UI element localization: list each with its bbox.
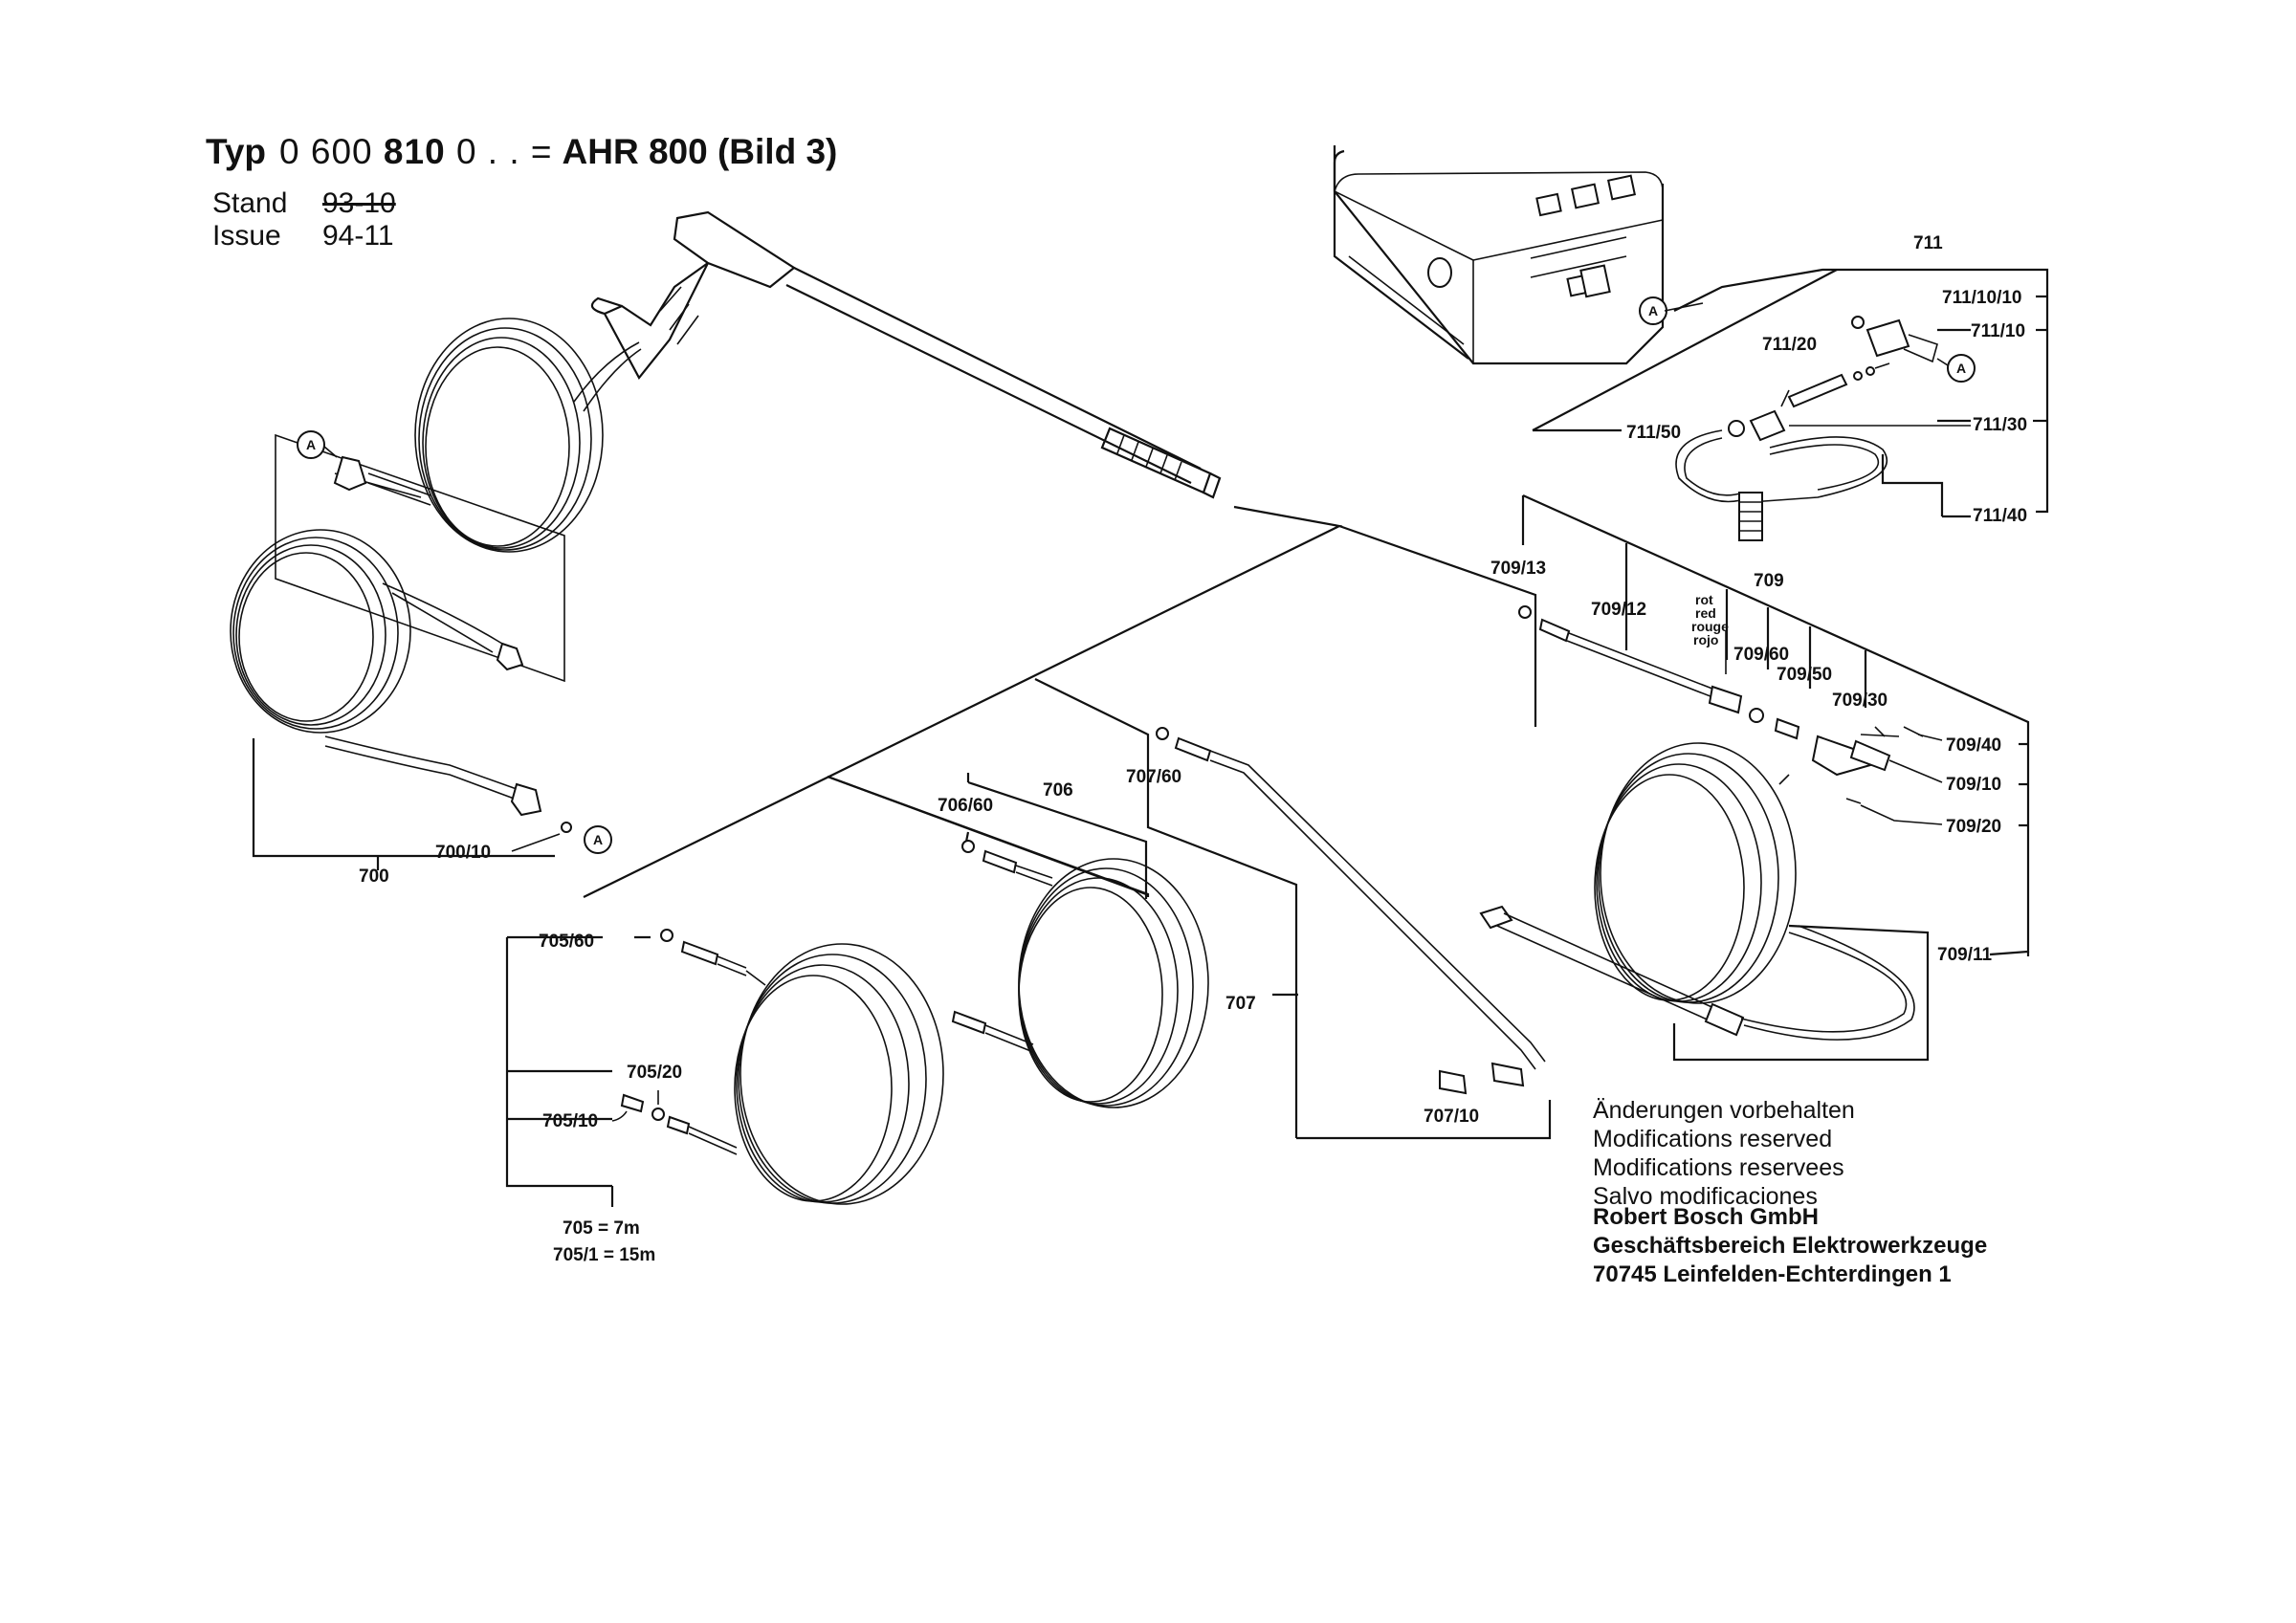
title-prefix: Typ xyxy=(206,132,267,171)
label-707: 707 xyxy=(1225,994,1256,1014)
callout-a-hose-end-letter: A xyxy=(306,437,316,452)
label-705-60: 705/60 xyxy=(539,932,594,952)
label-711-50: 711/50 xyxy=(1626,423,1681,443)
label-705-10: 705/10 xyxy=(542,1111,598,1131)
label-709-11: 709/11 xyxy=(1937,945,1992,965)
title-model: AHR 800 (Bild 3) xyxy=(562,132,838,171)
label-709-10: 709/10 xyxy=(1946,775,2001,795)
note-en: Modifications reserved xyxy=(1593,1126,1833,1152)
label-700-10: 700/10 xyxy=(435,843,491,863)
label-706: 706 xyxy=(1043,780,1073,801)
label-709-60: 709/60 xyxy=(1733,645,1789,665)
stand-line: Stand 93-10 xyxy=(212,187,396,220)
company-name: Robert Bosch GmbH xyxy=(1593,1204,1820,1230)
issue-value: 94-11 xyxy=(322,220,394,252)
assembly-711: A xyxy=(1532,268,2049,541)
label-705-1: 705/1 = 15m xyxy=(553,1245,655,1265)
label-711-20: 711/20 xyxy=(1762,335,1817,355)
issue-label: Issue xyxy=(212,220,281,252)
modification-notes: Änderungen vorbehalten Modifications res… xyxy=(1593,1096,1855,1211)
lance-707 xyxy=(1156,727,1546,1095)
label-709-13: 709/13 xyxy=(1490,559,1546,579)
label-711: 711 xyxy=(1913,233,1943,253)
label-711-10: 711/10 xyxy=(1971,321,2025,341)
gun-hose-coil xyxy=(334,318,642,553)
issue-line: Issue 94-11 xyxy=(212,220,394,252)
assembly-709 xyxy=(1479,493,2030,1062)
leader-tree xyxy=(583,505,1552,1140)
stand-value: 93-10 xyxy=(322,187,396,219)
callout-a-coupling-letter: A xyxy=(1956,361,1966,376)
label-711-30: 711/30 xyxy=(1973,415,2027,435)
diagram-title: Typ 0 600 810 0 . . =AHR 800 (Bild 3) xyxy=(206,132,837,172)
label-707-60: 707/60 xyxy=(1126,767,1181,787)
label-711-10-10: 711/10/10 xyxy=(1942,288,2021,308)
callout-a-hose-letter: A xyxy=(593,832,603,847)
color-note-rouge: rouge xyxy=(1691,619,1729,634)
callout-a-coupling xyxy=(1947,354,1976,383)
note-de: Änderungen vorbehalten xyxy=(1593,1097,1855,1124)
label-705: 705 = 7m xyxy=(563,1218,640,1239)
hose-700: A A xyxy=(230,430,612,870)
label-707-10: 707/10 xyxy=(1424,1107,1479,1127)
stand-label: Stand xyxy=(212,187,288,219)
machine-unit xyxy=(1333,145,1665,365)
callout-a-hose-end xyxy=(297,430,325,459)
label-709-12: 709/12 xyxy=(1591,600,1646,620)
spray-gun xyxy=(590,210,1222,499)
label-709-40: 709/40 xyxy=(1946,735,2001,756)
title-number: 0 600 810 0 . . = xyxy=(279,132,553,171)
label-709-30: 709/30 xyxy=(1832,691,1888,711)
label-705-20: 705/20 xyxy=(627,1063,682,1083)
color-note-rot: rot xyxy=(1695,592,1713,607)
hose-705 xyxy=(505,929,944,1207)
label-709-50: 709/50 xyxy=(1777,665,1832,685)
label-709-20: 709/20 xyxy=(1946,817,2001,837)
color-note-red: red xyxy=(1695,605,1716,621)
callout-a-machine-letter: A xyxy=(1648,303,1658,318)
note-fr: Modifications reservees xyxy=(1593,1154,1844,1181)
color-note-rojo: rojo xyxy=(1693,632,1718,647)
company-address: Robert Bosch GmbH Geschäftsbereich Elekt… xyxy=(1593,1203,1987,1289)
company-city: 70745 Leinfelden-Echterdingen 1 xyxy=(1593,1261,1952,1287)
label-709: 709 xyxy=(1754,571,1784,591)
hose-706 xyxy=(951,773,1209,1108)
callout-a-hose xyxy=(584,825,612,854)
label-706-60: 706/60 xyxy=(938,796,993,816)
label-711-40: 711/40 xyxy=(1973,506,2027,526)
label-700: 700 xyxy=(359,866,389,887)
company-division: Geschäftsbereich Elektrowerkzeuge xyxy=(1593,1233,1988,1259)
note-es: Salvo modificaciones xyxy=(1593,1183,1818,1210)
